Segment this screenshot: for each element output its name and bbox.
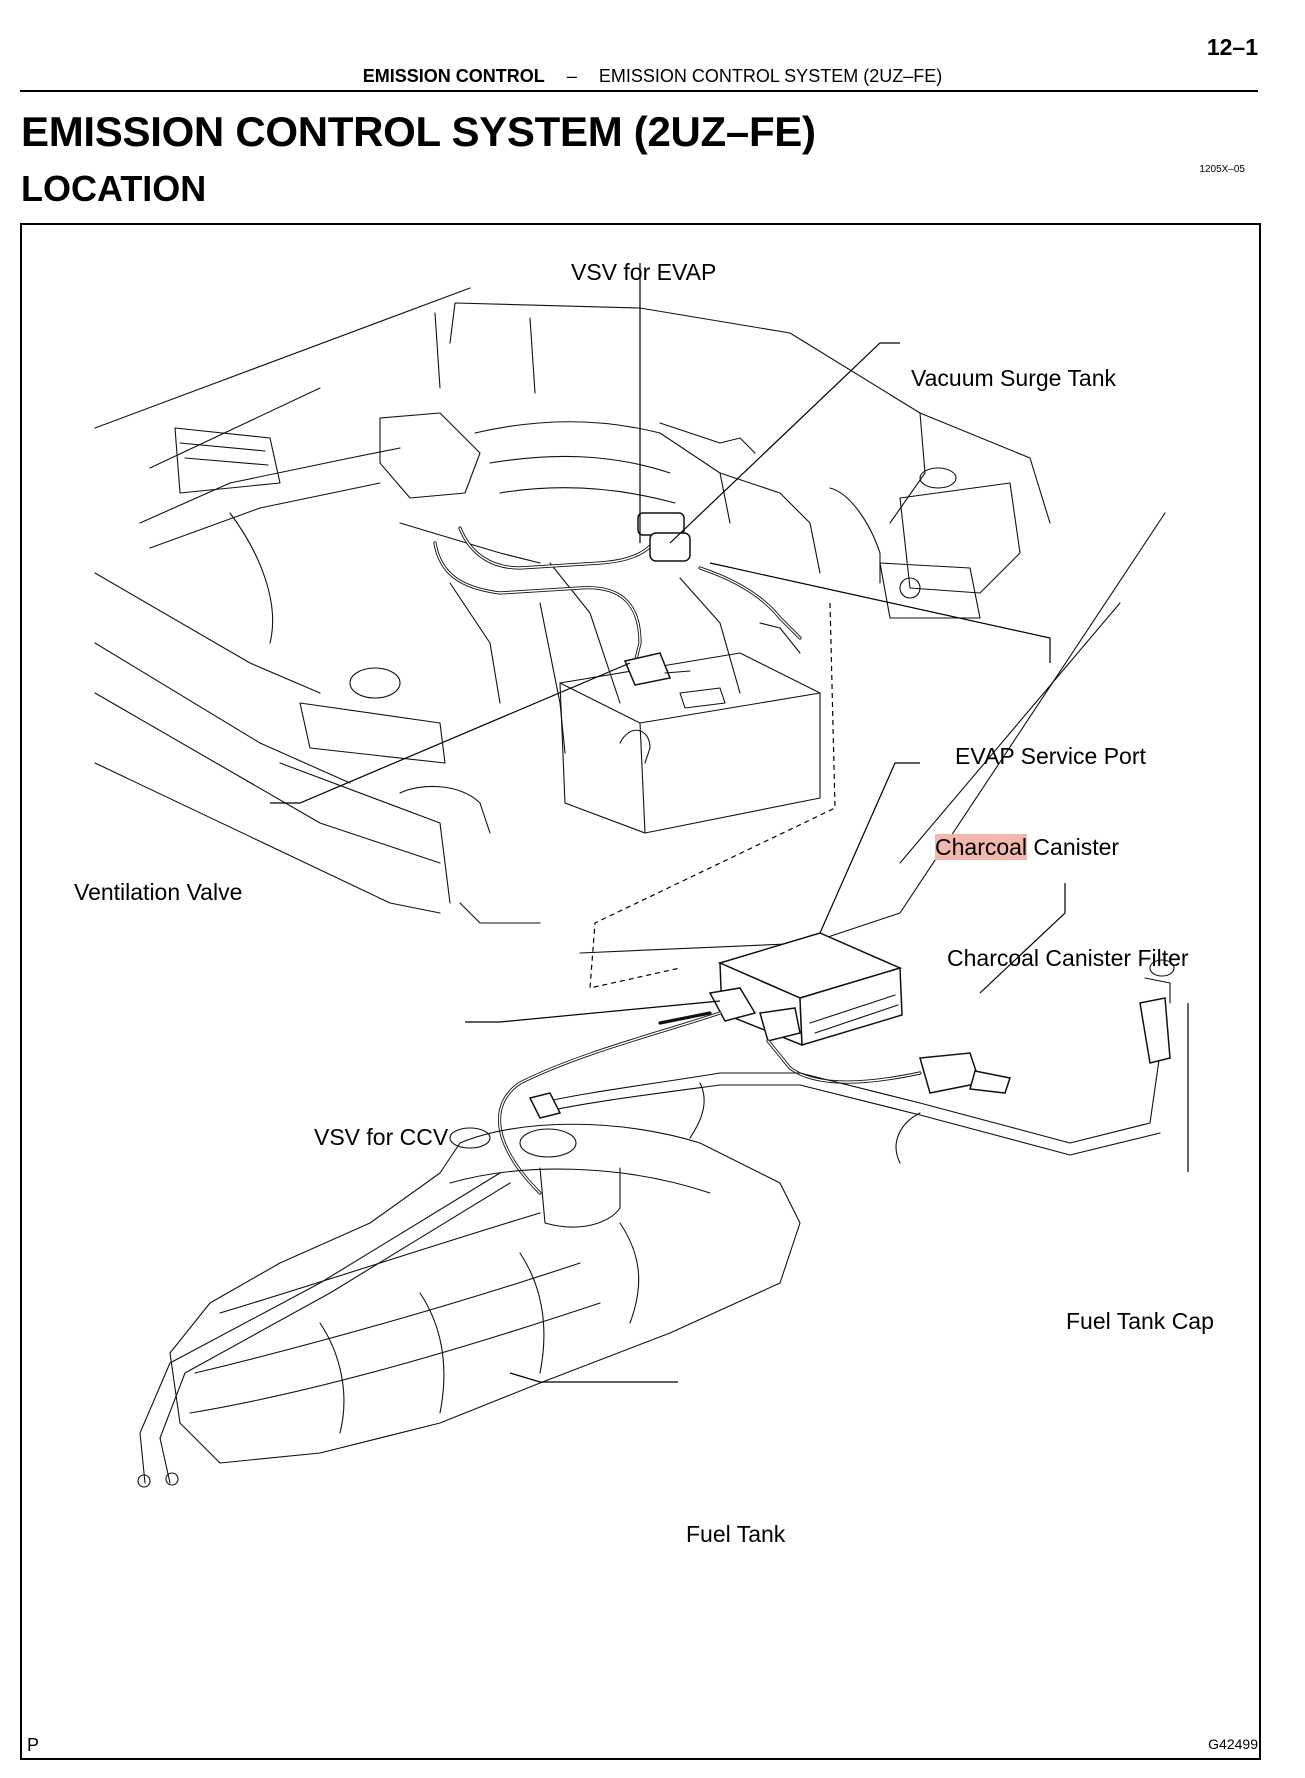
figure-letter: P <box>27 1735 40 1755</box>
running-header: EMISSION CONTROL – EMISSION CONTROL SYSTEM… <box>0 66 1305 87</box>
label-charcoal-canister-filter: Charcoal Canister Filter <box>947 945 1189 971</box>
vehicle-body-outline <box>94 287 1166 954</box>
label-vsv-for-ccv: VSV for CCV <box>314 1124 449 1150</box>
canister-location-box <box>589 602 836 989</box>
label-vacuum-surge-tank: Vacuum Surge Tank <box>911 365 1116 391</box>
document-code: 1205X–05 <box>1199 164 1245 175</box>
label-vsv-for-evap: VSV for EVAP <box>571 259 717 285</box>
running-header-section: EMISSION CONTROL <box>362 66 545 86</box>
emission-system-illustration <box>94 263 1189 1488</box>
label-charcoal-canister-rest: Canister <box>1027 834 1120 860</box>
label-charcoal-canister: Charcoal Canister <box>935 834 1119 861</box>
figure-code: G42499 <box>1208 1736 1258 1752</box>
label-fuel-tank-cap: Fuel Tank Cap <box>1066 1308 1214 1334</box>
fuel-lines <box>498 959 1175 1195</box>
highlight-charcoal: Charcoal <box>935 834 1028 860</box>
running-header-subsection: EMISSION CONTROL SYSTEM (2UZ–FE) <box>598 66 943 86</box>
label-fuel-tank: Fuel Tank <box>686 1521 786 1547</box>
page-title: EMISSION CONTROL SYSTEM (2UZ–FE) <box>21 108 816 155</box>
battery <box>299 652 821 834</box>
running-header-separator: – <box>566 66 577 86</box>
label-ventilation-valve: Ventilation Valve <box>74 879 243 905</box>
vsv-evap-hoses <box>433 512 802 686</box>
page-number: 12–1 <box>1206 34 1258 60</box>
leader-lines <box>270 263 1189 1383</box>
header-rule <box>20 90 1258 92</box>
fuel-tank <box>137 1092 801 1488</box>
label-evap-service-port: EVAP Service Port <box>955 743 1146 769</box>
section-heading: LOCATION <box>21 168 207 209</box>
engine-intake <box>139 412 1021 754</box>
charcoal-canister <box>658 932 1011 1094</box>
figure-frame <box>20 223 1261 1760</box>
